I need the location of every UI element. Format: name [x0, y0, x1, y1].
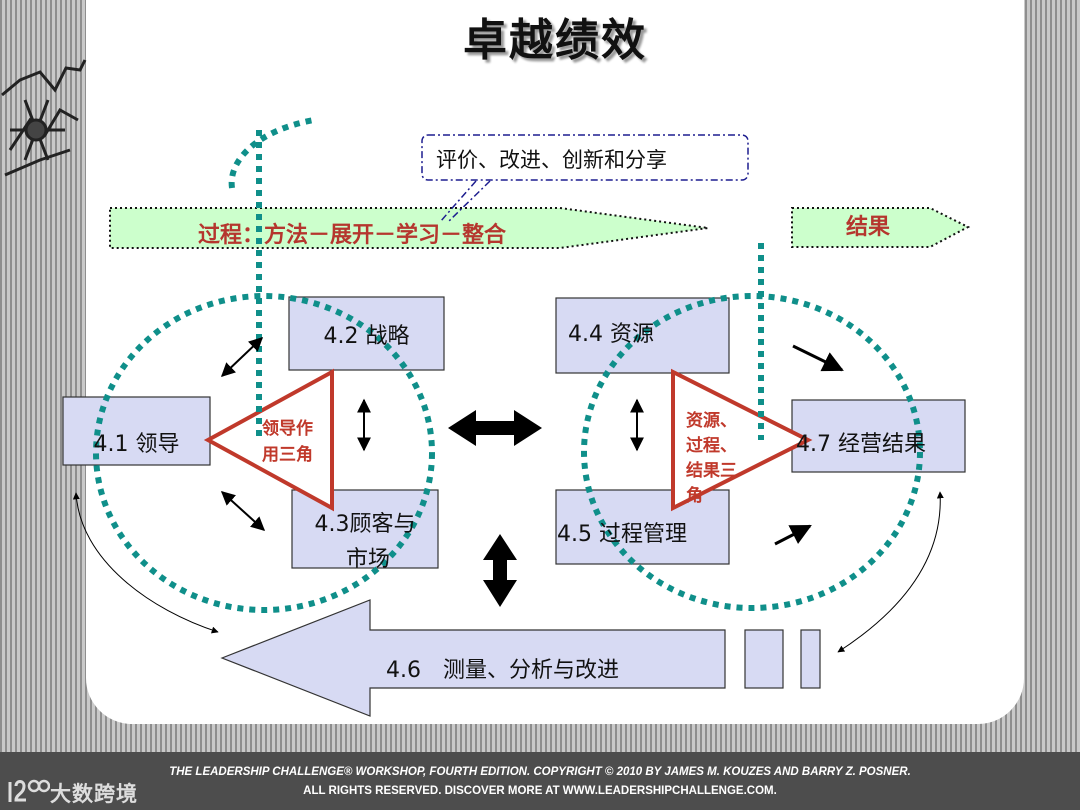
results-box-label: 4.7 经营结果	[796, 432, 926, 457]
resources-box	[555, 297, 730, 374]
slide-title: 卓越绩效	[463, 15, 647, 66]
leadership-triangle-label: 用三角	[262, 445, 313, 465]
callout-box	[421, 134, 749, 181]
resource-triangle	[671, 368, 813, 512]
footer-copyright: THE LEADERSHIP CHALLENGE® WORKSHOP, FOUR…	[169, 766, 911, 778]
footer-brand-name: 大数跨境	[50, 782, 138, 806]
callout-pointer	[447, 180, 491, 223]
decorative-sketch-icon	[1, 59, 87, 177]
footer-bar	[0, 752, 1080, 810]
leadership-strategy-arrow	[220, 337, 264, 377]
process-mgmt-box	[555, 489, 730, 565]
right-feedback-curve	[837, 491, 944, 653]
leadership-triangle-label: 领导作	[262, 419, 313, 439]
process-results-arrow	[774, 524, 812, 546]
strategy-box	[288, 296, 445, 371]
results-banner-label: 结果	[846, 215, 891, 240]
center-horizontal-double-arrow	[448, 410, 542, 446]
center-vertical-double-arrow	[483, 534, 517, 607]
left-cycle-circle	[93, 293, 435, 613]
resources-results-arrow	[792, 344, 844, 372]
leadership-box	[62, 396, 211, 466]
results-banner	[791, 207, 971, 248]
resource-triangle-label: 资源、	[686, 411, 737, 431]
measurement-tail-block	[744, 629, 784, 689]
resource-triangle-label: 结果三	[686, 461, 737, 481]
leadership-triangle	[203, 368, 334, 512]
leadership-box-label: 4.1 领导	[93, 432, 180, 457]
strategy-box-label: 4.2 战略	[323, 324, 410, 349]
customer-box-label: 市场	[345, 547, 390, 572]
footer-rights: ALL RIGHTS RESERVED. DISCOVER MORE AT WW…	[303, 785, 777, 797]
brand-logo-icon	[8, 779, 50, 802]
measurement-tail-block	[800, 629, 821, 689]
resource-triangle-label: 角	[686, 486, 703, 506]
resource-triangle-label: 过程、	[686, 436, 737, 456]
resources-box-label: 4.4 资源	[568, 322, 654, 347]
process-mgmt-box-label: 4.5 过程管理	[557, 522, 687, 547]
customer-box-label: 4.3顾客与	[314, 512, 416, 537]
process-banner-label: 过程：方法－展开－学习－整合	[198, 223, 507, 248]
measurement-arrow	[220, 599, 726, 717]
callout-pointer	[439, 180, 477, 223]
customer-box	[291, 489, 439, 569]
measurement-arrow-label: 4.6 测量、分析与改进	[386, 658, 619, 683]
left-feedback-curve	[72, 492, 219, 634]
leadership-customer-arrow	[220, 491, 266, 531]
callout-text: 评价、改进、创新和分享	[436, 148, 667, 172]
right-cycle-circle	[581, 293, 923, 611]
improvement-loop	[228, 117, 315, 189]
